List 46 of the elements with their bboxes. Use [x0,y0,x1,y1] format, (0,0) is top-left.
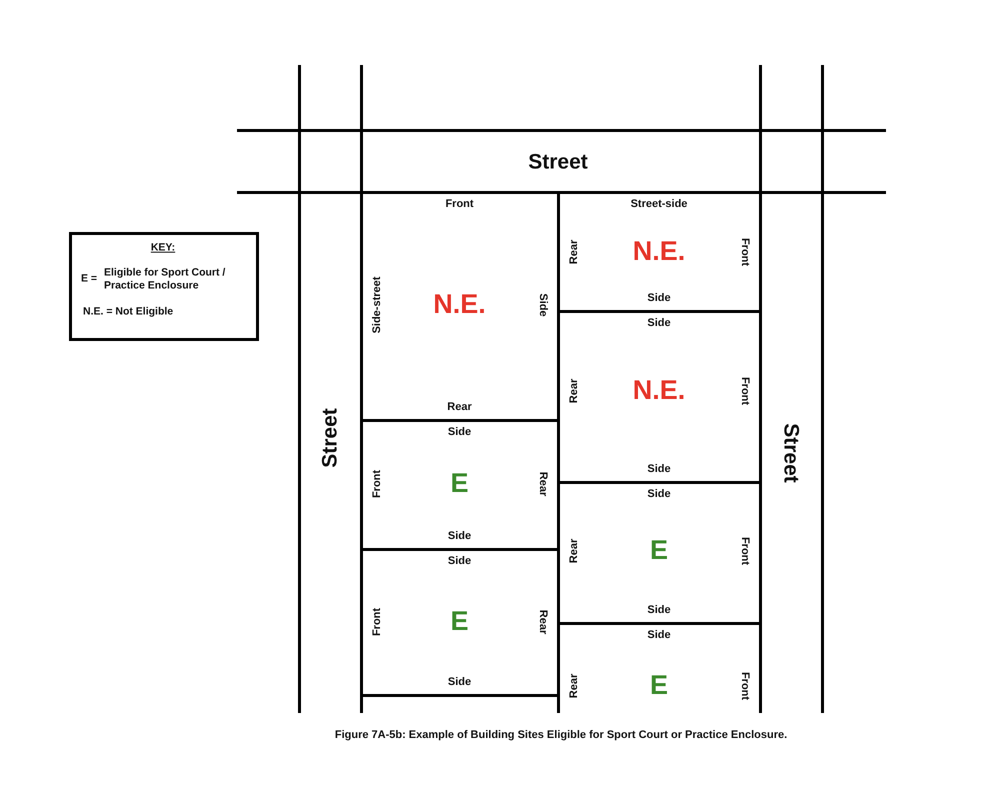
lot-line-label: Front [738,376,752,406]
eligibility-label: E [650,536,668,566]
lot-line-label: Rear [568,240,580,264]
lot-line-label: Side [647,316,671,330]
lot-line-label: Rear [536,610,550,634]
lot-line-label: Rear [447,400,472,414]
eligibility-label: N.E. [433,290,486,320]
lot-line-label: Side-street [370,276,384,334]
lot-line-label: Rear [568,378,580,404]
lot-line-label: Rear [568,674,580,698]
lot-line-label: Side [647,488,671,500]
lot-line-label: Front [370,608,384,636]
lot-line-label: Front [738,238,752,266]
lot-line-label: Side [647,462,671,476]
lot-line-label: Front [738,672,752,700]
lot-line-label: Front [738,536,752,566]
key-description: Eligible for Sport Court / Practice Enclosure [104,266,226,292]
eligibility-label: N.E. [632,237,686,267]
lot-line-label: Rear [568,538,580,564]
lot-line-label: Front [445,198,474,210]
lot-line-label: Front [370,470,384,498]
key-heading: KEY: [150,242,176,254]
eligibility-label: E [450,469,468,499]
figure-caption: Figure 7A-5b: Example of Building Sites Eligible for Sport Court or Practice Enclosure. [334,728,788,742]
lot-line-label: Side [647,604,671,616]
eligibility-label: E [650,671,668,701]
street [298,64,362,712]
lot-line-label: Side [448,554,472,568]
key-entry: N.E. = Not Eligible [83,306,174,318]
lot-line-label: Side [448,426,472,438]
street-label: Street [528,150,588,174]
lot-line-label: Side [448,530,472,542]
street-label: Street [318,408,342,468]
street [236,128,886,194]
lot-line-label: Side [536,293,550,317]
eligibility-label: N.E. [632,376,686,406]
lot-line-label: Side [448,676,472,688]
street [758,64,824,712]
lot-line-label: Street-side [630,198,688,210]
lot-line-label: Rear [536,472,550,496]
street-label: Street [779,423,803,483]
lot-line-label: Side [647,292,671,304]
key-panel [68,232,258,340]
key-symbol: E = [81,272,98,286]
eligibility-label: E [450,607,468,637]
lot-line-label: Side [647,628,671,642]
